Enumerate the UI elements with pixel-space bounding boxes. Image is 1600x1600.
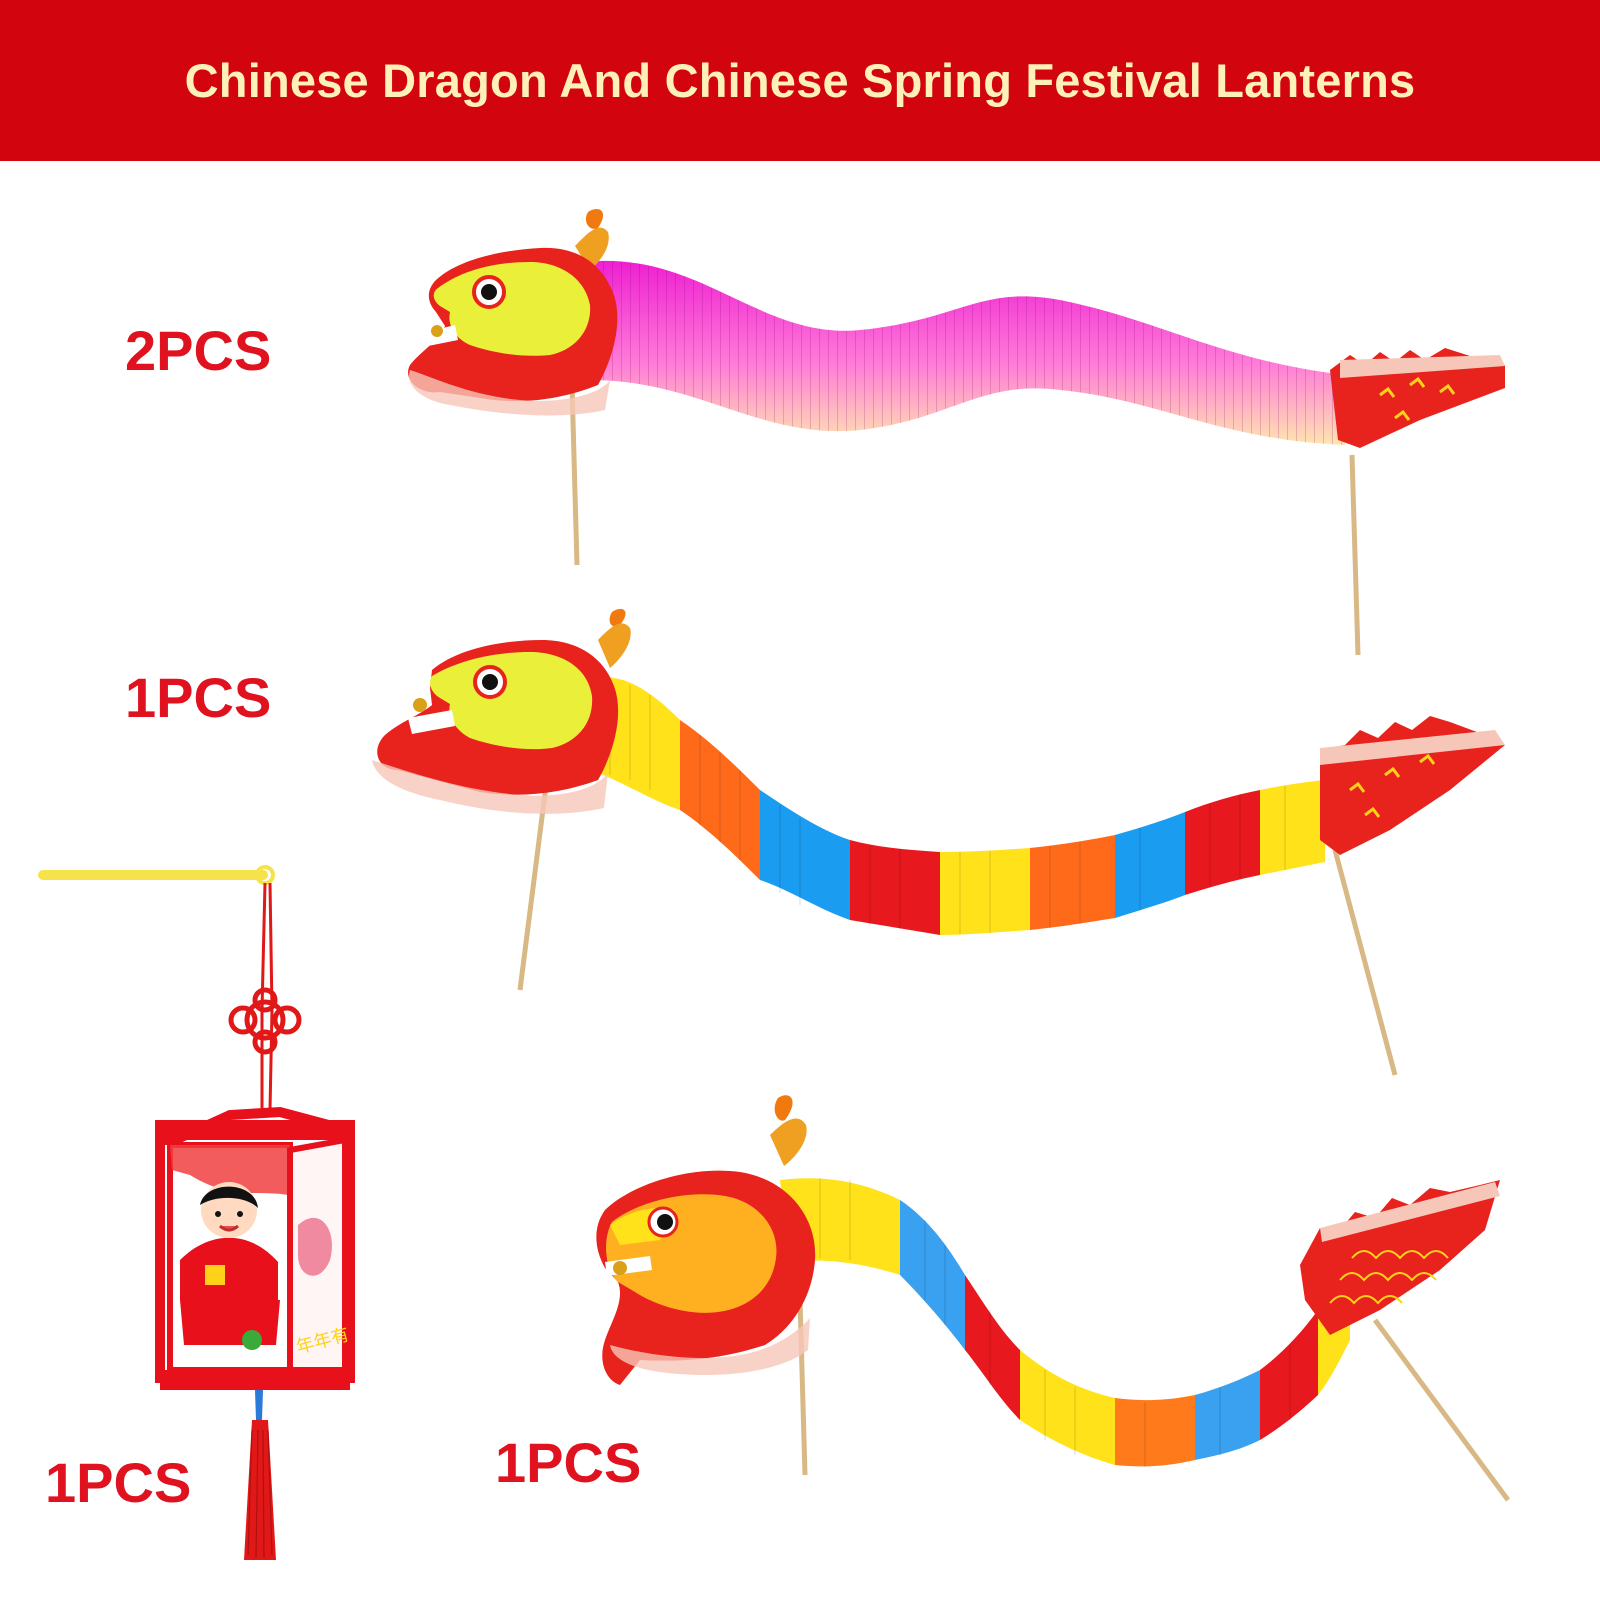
lantern-quantity-label: 1PCS bbox=[45, 1451, 192, 1514]
banner-title: Chinese Dragon And Chinese Spring Festiv… bbox=[184, 54, 1416, 107]
small-dragon-quantity-label: 1PCS bbox=[495, 1431, 642, 1494]
pink-dragon-quantity-label: 2PCS bbox=[125, 319, 272, 382]
title-banner: Chinese Dragon And Chinese Spring Festiv… bbox=[0, 0, 1600, 161]
rainbow-dragon-quantity-label: 1PCS bbox=[125, 666, 272, 729]
